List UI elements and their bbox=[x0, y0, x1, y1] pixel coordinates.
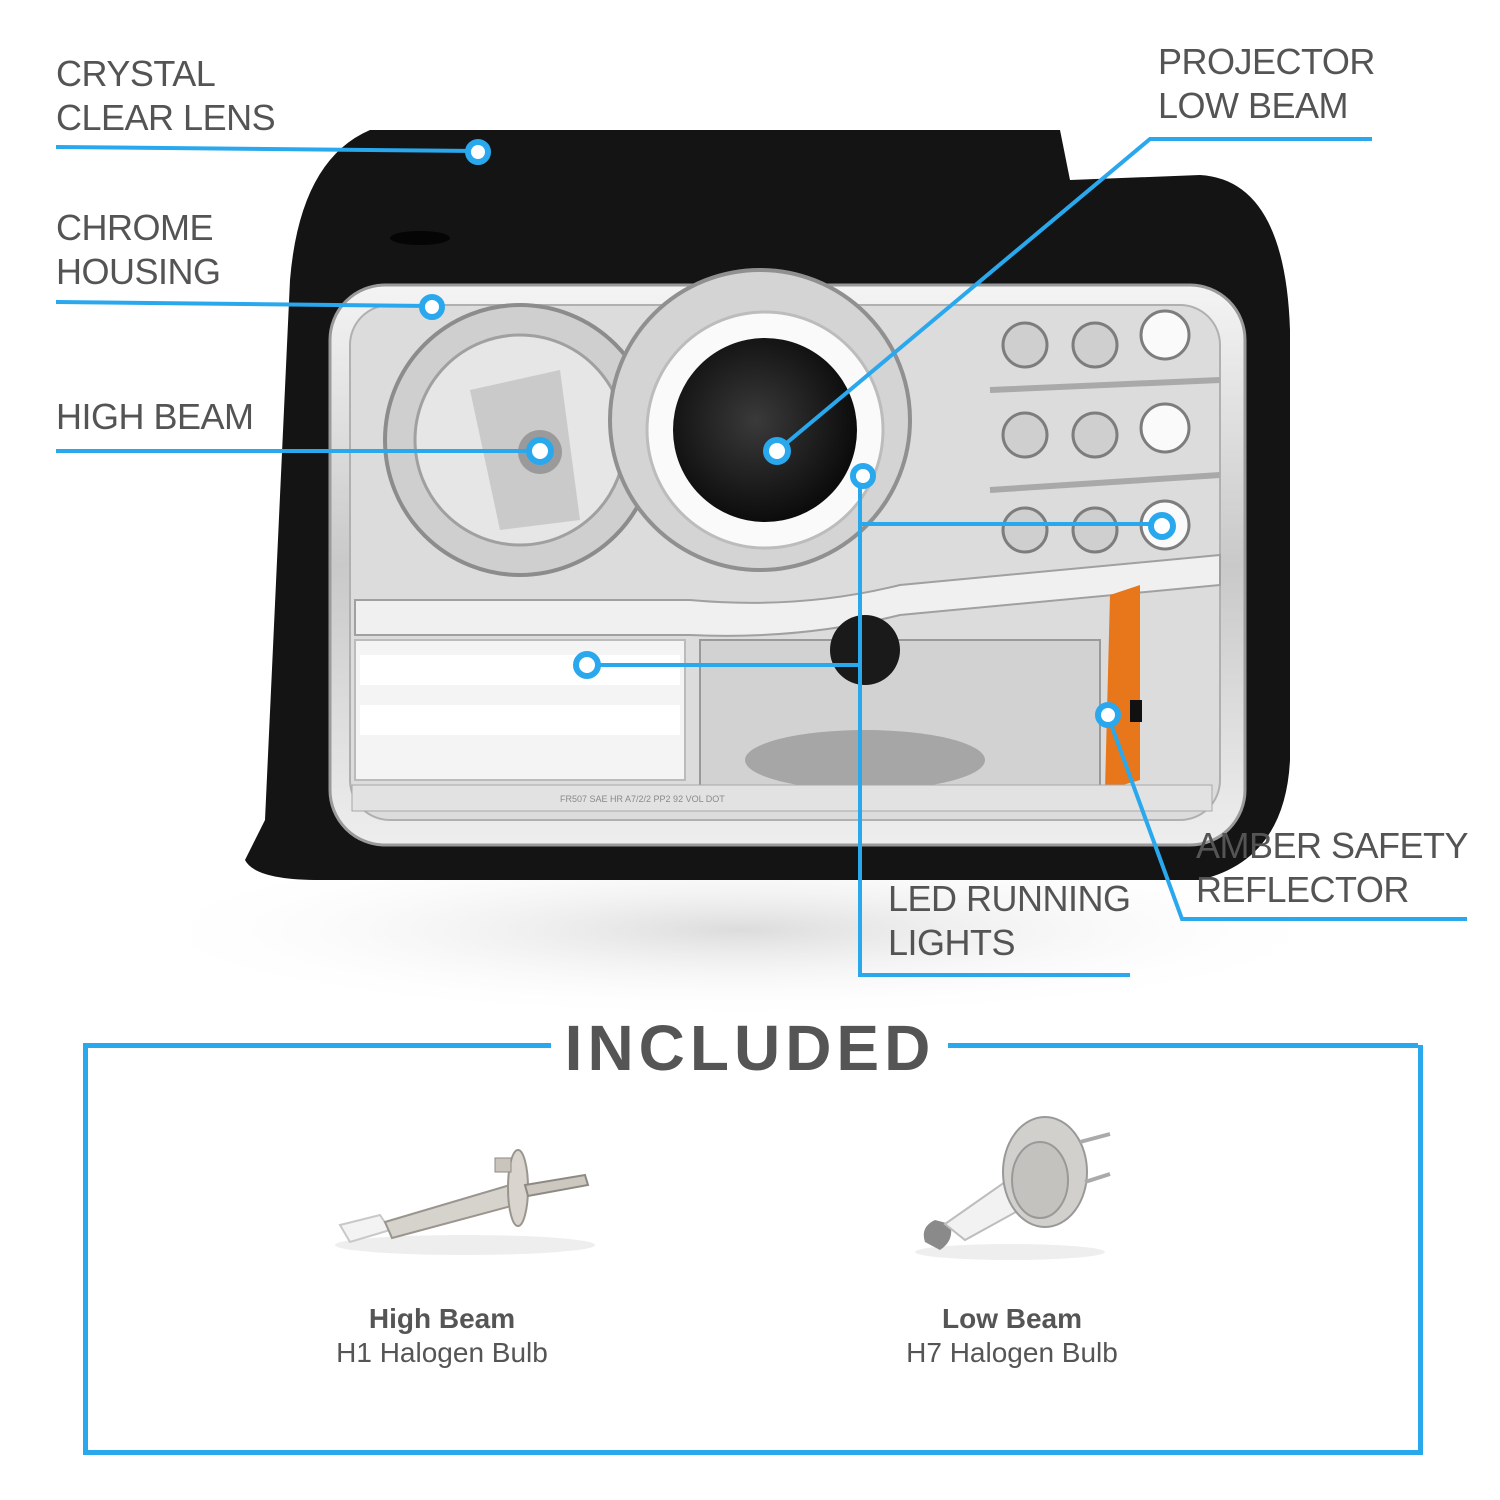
h1-bulb-icon bbox=[335, 1149, 595, 1255]
included-box bbox=[83, 1045, 1423, 1455]
bulb-title: High Beam bbox=[368, 1303, 516, 1334]
callout-line: CLEAR LENS bbox=[56, 97, 276, 138]
callout-chrome-housing: CHROME HOUSING bbox=[56, 206, 221, 294]
dot-led-right bbox=[1148, 512, 1176, 540]
callout-line: PROJECTOR bbox=[1158, 41, 1375, 82]
included-box-top-right bbox=[948, 1043, 1418, 1048]
dot-crystal-clear-lens bbox=[465, 139, 491, 165]
callout-high-beam: HIGH BEAM bbox=[56, 395, 254, 439]
callout-projector-low-beam: PROJECTOR LOW BEAM bbox=[1158, 40, 1375, 128]
callout-line: CRYSTAL bbox=[56, 53, 216, 94]
lens-marking: FR507 SAE HR A7/2/2 PP2 92 VOL DOT bbox=[560, 794, 725, 804]
bulb-subtitle: H7 Halogen Bulb bbox=[906, 1337, 1118, 1368]
callout-crystal-clear-lens: CRYSTAL CLEAR LENS bbox=[56, 52, 276, 140]
dot-high-beam bbox=[526, 437, 554, 465]
dot-projector bbox=[763, 437, 791, 465]
included-item-high-beam: High Beam H1 Halogen Bulb bbox=[272, 1302, 612, 1370]
amber-reflector-shape bbox=[1105, 585, 1140, 790]
bulb-title: Low Beam bbox=[941, 1303, 1083, 1334]
dot-amber bbox=[1095, 702, 1121, 728]
callout-line: REFLECTOR bbox=[1196, 869, 1409, 910]
callout-line: LOW BEAM bbox=[1158, 85, 1349, 126]
h7-bulb-icon bbox=[915, 1116, 1111, 1260]
dot-chrome-housing bbox=[419, 294, 445, 320]
callout-line: HIGH BEAM bbox=[56, 396, 254, 437]
included-title: INCLUDED bbox=[564, 1012, 936, 1084]
callout-line: HOUSING bbox=[56, 251, 221, 292]
callout-led-running-lights: LED RUNNING LIGHTS bbox=[888, 877, 1131, 965]
callout-line: LIGHTS bbox=[888, 922, 1016, 963]
callout-amber-safety-reflector: AMBER SAFETY REFLECTOR bbox=[1196, 824, 1469, 912]
bulb-subtitle: H1 Halogen Bulb bbox=[336, 1337, 548, 1368]
included-item-low-beam: Low Beam H7 Halogen Bulb bbox=[842, 1302, 1182, 1370]
callout-line: AMBER SAFETY bbox=[1196, 825, 1469, 866]
callout-line: LED RUNNING bbox=[888, 878, 1131, 919]
included-box-top-left bbox=[83, 1043, 551, 1048]
dot-led-top bbox=[850, 463, 876, 489]
callout-line: CHROME bbox=[56, 207, 213, 248]
dot-led-strip bbox=[573, 651, 601, 679]
